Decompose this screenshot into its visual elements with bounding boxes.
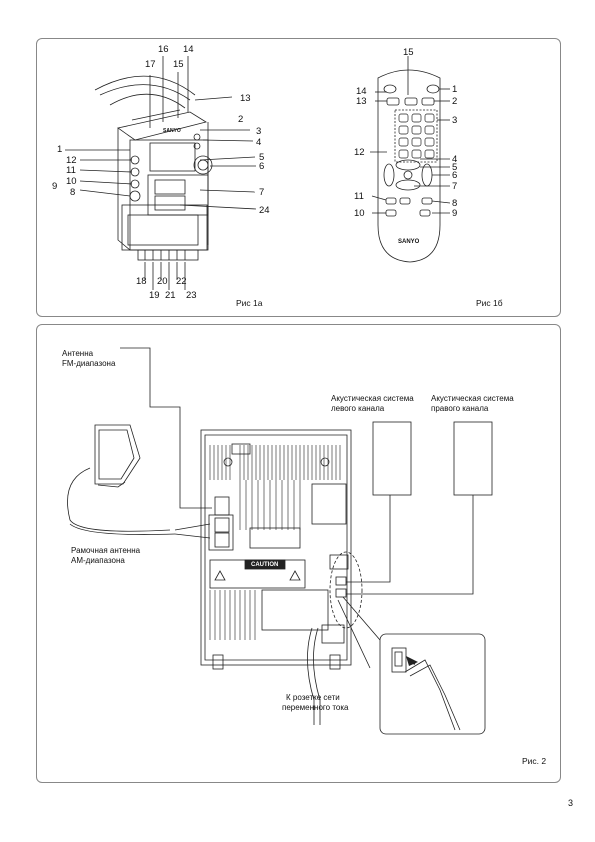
remote-callout-4: 4 bbox=[452, 154, 458, 165]
am-antenna-label-2: AM-диапазона bbox=[71, 556, 125, 565]
figure-1-panel bbox=[36, 38, 561, 317]
callout-8: 8 bbox=[70, 187, 76, 198]
remote-callout-11: 11 bbox=[354, 191, 364, 202]
remote-callout-14: 14 bbox=[356, 86, 367, 97]
remote-callout-15: 15 bbox=[403, 47, 414, 58]
fm-antenna-label-1: Антенна bbox=[62, 349, 94, 358]
remote-number-key bbox=[398, 125, 409, 135]
remote-number-key bbox=[424, 137, 435, 147]
callout-20: 20 bbox=[157, 276, 168, 287]
remote-number-key bbox=[398, 137, 409, 147]
callout-13: 13 bbox=[240, 93, 251, 104]
am-antenna-label-1: Рамочная антенна bbox=[71, 546, 141, 555]
callout-22: 22 bbox=[176, 276, 187, 287]
caption-fig-1a: Рис 1а bbox=[236, 298, 263, 308]
callout-11: 11 bbox=[66, 165, 76, 176]
callout-6: 6 bbox=[259, 161, 265, 172]
callout-19: 19 bbox=[149, 290, 160, 301]
remote-number-key bbox=[398, 113, 409, 123]
callout-17: 17 bbox=[145, 59, 156, 70]
mains-label-2: переменного тока bbox=[282, 703, 349, 712]
callout-3: 3 bbox=[256, 126, 262, 137]
callout-18: 18 bbox=[136, 276, 147, 287]
callout-2: 2 bbox=[238, 114, 244, 125]
remote-callout-13: 13 bbox=[356, 96, 367, 107]
callout-5: 5 bbox=[259, 152, 265, 163]
caution-label: CAUTION bbox=[251, 562, 279, 568]
remote-callout-6: 6 bbox=[452, 170, 458, 181]
figure-2-panel bbox=[36, 324, 561, 783]
callout-14: 14 bbox=[183, 44, 194, 55]
right-speaker-label-1: Акустическая система bbox=[431, 394, 514, 403]
caption-fig-2: Рис. 2 bbox=[522, 756, 547, 766]
remote-number-key bbox=[411, 149, 422, 159]
remote-callout-12: 12 bbox=[354, 147, 365, 158]
remote-callout-8: 8 bbox=[452, 198, 458, 209]
remote-number-key bbox=[398, 149, 409, 159]
remote-callout-9: 9 bbox=[452, 208, 458, 219]
callout-21: 21 bbox=[165, 290, 176, 301]
remote-number-key bbox=[411, 137, 422, 147]
mains-label-1: К розетке сети bbox=[286, 693, 340, 702]
callout-15: 15 bbox=[173, 59, 184, 70]
callout-23: 23 bbox=[186, 290, 197, 301]
remote-callout-1: 1 bbox=[452, 84, 458, 95]
remote-callout-5: 5 bbox=[452, 162, 458, 173]
remote-number-key bbox=[411, 113, 422, 123]
remote-callout-10: 10 bbox=[354, 208, 365, 219]
remote-number-key bbox=[424, 125, 435, 135]
remote-callout-7: 7 bbox=[452, 181, 458, 192]
callout-1: 1 bbox=[57, 144, 63, 155]
callout-4: 4 bbox=[256, 137, 262, 148]
unit-brand-label: SANYO bbox=[163, 128, 181, 134]
callout-9: 9 bbox=[52, 181, 58, 192]
remote-callout-3: 3 bbox=[452, 115, 458, 126]
remote-number-key bbox=[424, 149, 435, 159]
left-speaker-label-2: левого канала bbox=[331, 404, 385, 413]
caption-fig-1b: Рис 1б bbox=[476, 298, 503, 308]
remote-brand-label: SANYO bbox=[398, 239, 420, 245]
page-number: 3 bbox=[568, 798, 574, 808]
remote-number-key bbox=[411, 125, 422, 135]
callout-24: 24 bbox=[259, 205, 270, 216]
fm-antenna-label-2: FM-диапазона bbox=[62, 359, 116, 368]
callout-12: 12 bbox=[66, 155, 77, 166]
callout-16: 16 bbox=[158, 44, 169, 55]
right-speaker-label-2: правого канала bbox=[431, 404, 489, 413]
remote-number-key bbox=[424, 113, 435, 123]
callout-7: 7 bbox=[259, 187, 265, 198]
left-speaker-label-1: Акустическая система bbox=[331, 394, 414, 403]
remote-callout-2: 2 bbox=[452, 96, 458, 107]
callout-10: 10 bbox=[66, 176, 77, 187]
